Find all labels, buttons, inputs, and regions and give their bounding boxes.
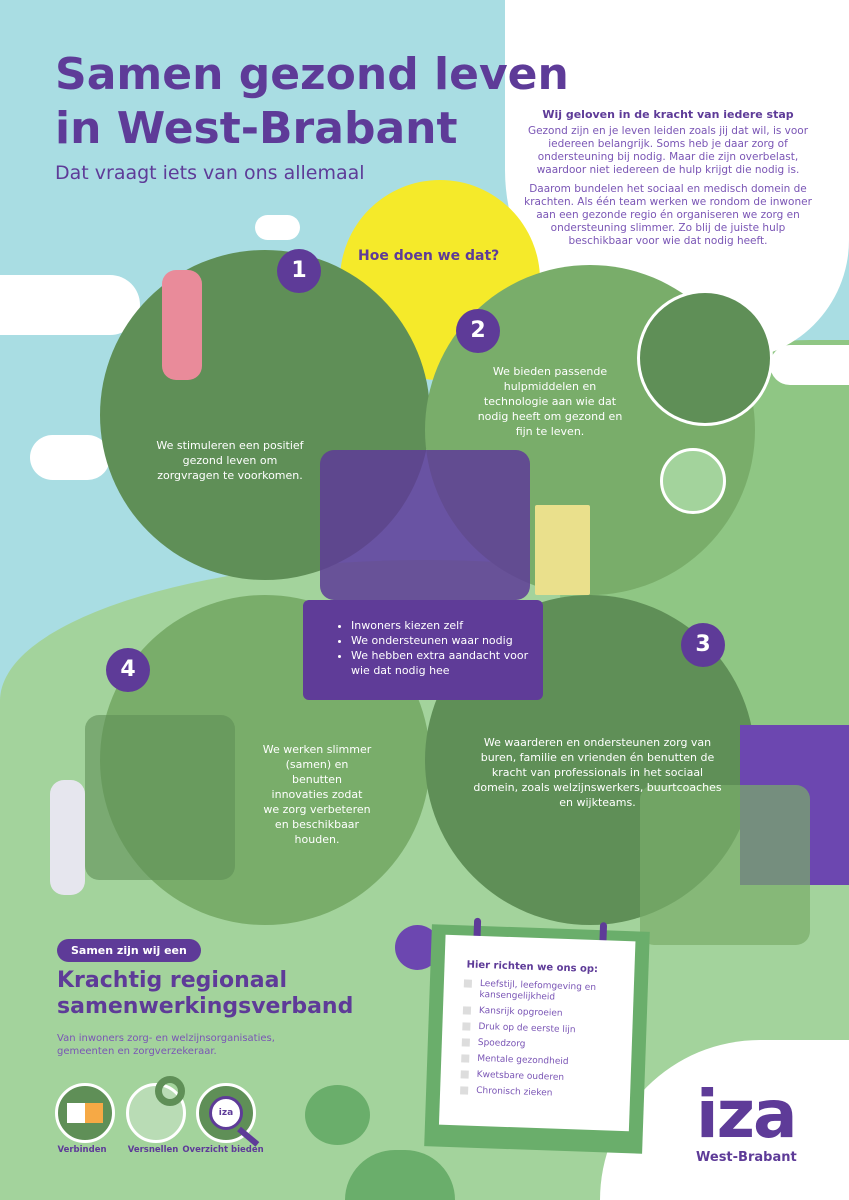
together-description: Van inwoners zorg- en welzijnsorganisati… [57, 1033, 275, 1057]
checkbox[interactable] [462, 1006, 472, 1015]
cloud [0, 275, 140, 335]
step-number-3: 3 [681, 623, 725, 667]
family-illustration [320, 450, 530, 600]
cloud [770, 345, 849, 385]
video-call-illustration [660, 448, 726, 514]
gears-icon [126, 1076, 186, 1143]
tablet-user-illustration [637, 290, 773, 426]
logo-region: West-Brabant [696, 1150, 797, 1165]
focus-item: Druk op de eerste lijn [462, 1021, 632, 1038]
neighbours-illustration [640, 785, 810, 945]
focus-paper: Hier richten we ons op: Leefstijl, leefo… [438, 934, 636, 1132]
icon-label-versnellen: Versnellen [127, 1145, 179, 1155]
icon-label-verbinden: Verbinden [57, 1145, 107, 1155]
building-illustration [535, 505, 590, 595]
focus-item: Kansrijk opgroeien [462, 1005, 633, 1022]
principle-item: We hebben extra aandacht voor wie dat no… [351, 648, 543, 678]
step-4-text: We werken slimmer (samen) en benutten in… [262, 743, 372, 846]
magnifier-logo-text: iza [209, 1096, 243, 1130]
focus-item: Chronisch zieken [460, 1085, 630, 1102]
puzzle-icon [55, 1083, 115, 1143]
icon-label-overzicht-bieden: Overzicht bieden [182, 1145, 264, 1155]
iza-logo: iza West-Brabant [696, 1076, 798, 1166]
step-number-2: 2 [456, 309, 500, 353]
step-1-text: We stimuleren een positief gezond leven … [156, 439, 304, 482]
principle-item: Inwoners kiezen zelf [351, 618, 543, 633]
step-number-4: 4 [106, 648, 150, 692]
woman-walking-dog-illustration [162, 270, 202, 380]
principle-item: We ondersteunen waar nodig [351, 633, 543, 648]
together-badge: Samen zijn wij een [57, 939, 201, 962]
focus-heading: Hier richten we ons op: [466, 959, 599, 976]
step-3-text: We waarderen en ondersteunen zorg van bu… [473, 736, 722, 809]
checkbox[interactable] [461, 1054, 470, 1063]
cloud [30, 435, 110, 480]
cloud [255, 215, 300, 240]
logo-mark: iza [696, 1076, 798, 1153]
focus-board: Hier richten we ons op: Leefstijl, leefo… [424, 917, 650, 1154]
focus-item: Spoedzorg [461, 1037, 632, 1054]
checkbox[interactable] [461, 1038, 470, 1047]
checkbox[interactable] [462, 1022, 471, 1031]
step-2-text: We bieden passende hulpmiddelen en techn… [477, 365, 623, 438]
intro-paragraph: Gezond zijn en je leven leiden zoals jij… [527, 125, 809, 176]
intro-paragraph: Daarom bundelen het sociaal en medisch d… [524, 183, 812, 247]
principles-box: Inwoners kiezen zelf We ondersteunen waa… [303, 600, 543, 700]
intro-text: Wij geloven in de kracht van iedere stap… [518, 108, 818, 254]
checkbox[interactable] [460, 1086, 469, 1095]
focus-item: Leefstijl, leefomgeving en kansengelijkh… [463, 978, 634, 1006]
checkbox[interactable] [460, 1070, 469, 1079]
checkbox[interactable] [463, 979, 473, 988]
focus-item: Kwetsbare ouderen [460, 1069, 631, 1086]
rose-bush-illustration [305, 1085, 370, 1145]
intro-heading: Wij geloven in de kracht van iedere stap [542, 108, 794, 121]
step-number-1: 1 [277, 249, 321, 293]
care-team-illustration [85, 715, 235, 880]
robot-illustration [50, 780, 85, 895]
focus-item: Mentale gezondheid [461, 1053, 631, 1070]
how-heading: Hoe doen we dat? [358, 248, 500, 264]
page-subtitle: Dat vraagt iets van ons allemaal [55, 162, 365, 184]
magnifier-icon: iza [196, 1083, 260, 1147]
